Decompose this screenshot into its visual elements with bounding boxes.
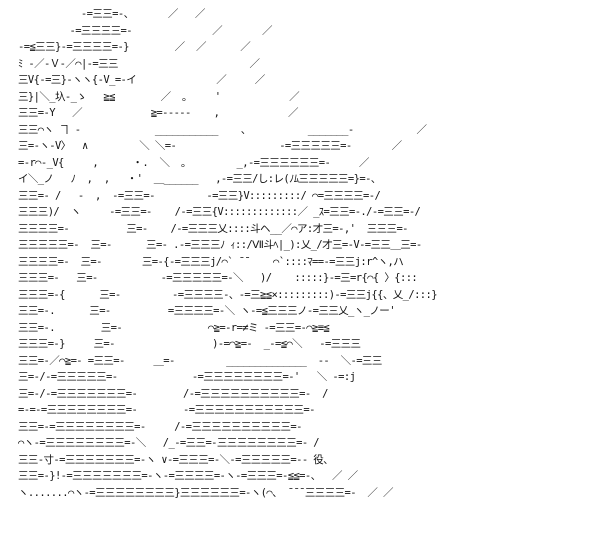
ascii-art-line: -=三三三三=- ／ ／ — [18, 24, 272, 37]
ascii-art-line: =-r⌒-_V{ , ・. ＼ 。 _,-=三三三三三三=- ／ — [18, 156, 369, 169]
ascii-art-line: 三三=-Y ／ ≧=----- , ／ — [18, 107, 299, 119]
ascii-art-line: -=三三=-、 ／ ／ — [18, 8, 206, 20]
ascii-art-line: 三三=-. 三=- ⌒≧=-r=≠ミ -=三三=-⌒≧≡≦ — [18, 321, 330, 334]
ascii-art-line: ﾐ -／-Ｖ-／⌒|-=三三 ／ — [18, 57, 260, 70]
ascii-art-line: 三三=-=三三三三三三三三=- /-=三三三三三三三三三三=- — [18, 420, 302, 433]
ascii-art-line: ヽ.......⌒ヽ-=三三三三三三三三}三三三三三三=-ヽ(⌒、 ¯¯¯三三三… — [18, 486, 394, 499]
ascii-art-line: 三三=-／⌒≧=- =三三=- ＿=- ______________ -‐ ＼-… — [18, 354, 382, 367]
ascii-art-line: 三三三=- 三=- -=三三三三三=-＼ )/ :::::}-=三=r{⌒{ 〉… — [18, 272, 418, 284]
ascii-art-line: イ＼_ノ ﾉ , , ・' ＿______ ,-=三三/し:レ(ﾉﾑ三三三三三=… — [18, 173, 381, 185]
ascii-art-line: 三三=-. 三=- =三三三三=-＼ ヽ-=≦三三三ノ-=三三乂_ヽ_ノー' — [18, 305, 396, 317]
ascii-art-line: 三三三三=- 三=- 三=-{-=三三三j/⌒` ¯¯ ⌒`::::ﾏ==-=三… — [18, 255, 404, 268]
ascii-art-line: 三三-寸-=三三三三三三三=-ヽ ∨-=三三三=-＼-=三三三三三=-- 役、 — [18, 453, 334, 466]
ascii-art-line: 三}|＼_圦-_ゝ ≧≦ ／ 。 ' ／ — [18, 90, 300, 103]
ascii-art-line: 三=-/-=三三三三三三三=- /-=三三三三三三三三三三=- / — [18, 387, 328, 400]
ascii-art-line: -=≦三三}-=三三三三=-} ／ ／ ／ — [18, 41, 251, 53]
ascii-art-line: 三三三三=- 三=- /-=三三三乂::::斗ヘ__／⌒ア:才三=-,' 三三三… — [18, 222, 409, 235]
ascii-art-line: ⌒ヽ-=三三三三三三三三=-＼ /_-=三三=-三三三三三三三三=- / — [18, 437, 320, 449]
ascii-art-line: 三三三=-} 三=- )-=⌒≧=- _-=≦⌒＼ -=三三三 — [18, 338, 361, 350]
ascii-art-line: 三三三)/ ヽ -=三三=- /-=三三{V:::::::::::::／ _ｽ=… — [18, 206, 421, 218]
ascii-art-line: 三=-ヽ-V〉 ∧ ＼ ＼=- -=三三三三三=- ／ — [18, 140, 402, 152]
ascii-art-line: 三三三=-{ 三=- -=三三三三-、-=三≧≦×:::::::::)-=三三j… — [18, 288, 438, 301]
ascii-art-line: 三三⌒ヽ ヿ - ___________ 、 _______- ／ — [18, 123, 427, 136]
ascii-art-line: 三三=- / - , -=三三=- -=三三}V:::::::::/ ⌒=三三三… — [18, 189, 381, 202]
ascii-art-line: 三V{-=三}-ヽヽ{-V_=-イ ／ ／ — [18, 74, 265, 86]
ascii-art-line: 三=-/-=三三三三三=- -=三三三三三三三三=-' ＼ -=:j — [18, 371, 356, 383]
ascii-art-line: 三三三三三=- 三=- 三=- .-=三三三ﾉ ｨ::/Ⅶ斗ﾍ|_):乂_/才三… — [18, 239, 422, 251]
ascii-art-line: =-=-=三三三三三三三三=- -=三三三三三三三三三三三=- — [18, 404, 315, 416]
ascii-art-line: 三三=-}!-=三三三三三三三=-ヽ-=三三三三=-ヽ-=三三三=-≦≦=-、 … — [18, 470, 358, 482]
ascii-art-text: -=三三=-、 ／ ／ -=三三三三=- ／ ／ -=≦三三}-=三三三三=-} … — [18, 6, 438, 501]
